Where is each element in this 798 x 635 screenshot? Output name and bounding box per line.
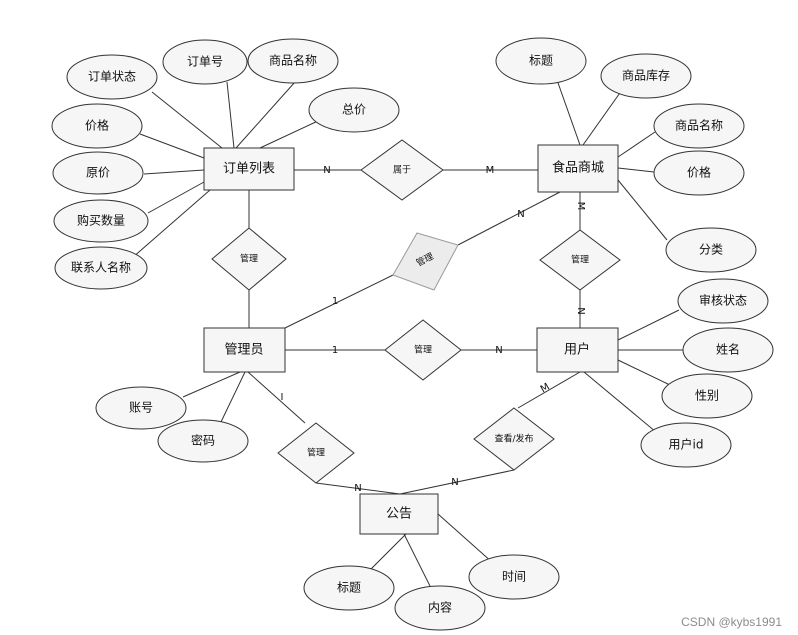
attr-category[interactable]: 分类 [665, 227, 757, 273]
attr-order-price[interactable]: 价格 [51, 103, 143, 149]
card-admin-user-1: 1 [332, 345, 338, 356]
attr-total-price-label: 总价 [342, 103, 366, 117]
attr-mall-title[interactable]: 标题 [495, 37, 587, 85]
attr-stock-label: 商品库存 [622, 68, 670, 83]
card-notice-admin-n: N [354, 483, 361, 494]
relation-belongs[interactable]: 属于 [360, 139, 444, 201]
attr-original-price-label: 原价 [86, 166, 110, 180]
attr-order-product-name[interactable]: 商品名称 [247, 38, 339, 84]
card-mall-admin-n: N [517, 209, 524, 220]
attr-review-status[interactable]: 审核状态 [677, 278, 769, 324]
attr-notice-title[interactable]: 标题 [303, 565, 395, 611]
attr-order-price-label: 价格 [85, 118, 109, 133]
attr-account[interactable]: 账号 [95, 386, 187, 430]
watermark: CSDN @kybs1991 [681, 615, 782, 629]
entity-user-label: 用户 [564, 342, 590, 358]
attr-user-id-label: 用户id [669, 437, 704, 452]
entity-user[interactable]: 用户 [536, 327, 619, 373]
relation-manage-notice-label: 管理 [307, 447, 325, 459]
relation-manage-user-mall-label: 管理 [571, 254, 589, 266]
entity-notice[interactable]: 公告 [359, 493, 439, 535]
card-user-notice-m: M [539, 382, 552, 396]
attr-notice-content-label: 内容 [428, 600, 452, 615]
card-mall-user-m: M [575, 202, 586, 211]
relation-admin-user[interactable]: 管理 [384, 319, 462, 381]
attr-order-no[interactable]: 订单号 [162, 39, 248, 85]
relation-belongs-label: 属于 [393, 165, 411, 176]
card-notice-user-n: N [451, 477, 458, 488]
attr-gender[interactable]: 性别 [661, 373, 753, 419]
relation-manage-order-label: 管理 [240, 253, 258, 265]
attr-order-status-label: 订单状态 [88, 70, 136, 84]
attr-mall-title-label: 标题 [529, 54, 553, 68]
attr-user-id[interactable]: 用户id [640, 422, 732, 468]
attr-quantity[interactable]: 购买数量 [53, 199, 149, 243]
attr-user-name[interactable]: 姓名 [682, 327, 774, 373]
card-order-belongs-n: N [323, 165, 330, 176]
attr-notice-title-label: 标题 [337, 581, 361, 595]
attr-category-label: 分类 [699, 243, 723, 257]
entity-admin-label: 管理员 [224, 343, 263, 358]
attr-password[interactable]: 密码 [157, 419, 249, 463]
relation-manage-mall[interactable]: 管理 [392, 232, 459, 291]
relation-view-publish[interactable]: 查看/发布 [473, 407, 555, 471]
card-user-mall-n: N [575, 307, 586, 314]
entity-admin[interactable]: 管理员 [203, 327, 286, 373]
attr-mall-price[interactable]: 价格 [653, 150, 745, 196]
attr-user-name-label: 姓名 [716, 342, 740, 357]
attr-total-price[interactable]: 总价 [308, 87, 400, 133]
relation-manage-order[interactable]: 管理 [211, 227, 287, 291]
attr-mall-product-name[interactable]: 商品名称 [653, 103, 745, 149]
card-admin-mall-1: 1 [332, 296, 338, 307]
attr-account-label: 账号 [129, 401, 153, 415]
attr-mall-product-name-label: 商品名称 [675, 118, 723, 133]
attr-contact-name-label: 联系人名称 [71, 260, 131, 275]
attr-contact-name[interactable]: 联系人名称 [54, 246, 148, 290]
entity-food-mall[interactable]: 食品商城 [537, 144, 619, 193]
card-mall-belongs-m: M [486, 165, 495, 176]
attr-original-price[interactable]: 原价 [52, 151, 144, 195]
attr-notice-content[interactable]: 内容 [394, 585, 486, 631]
entity-order-list-label: 订单列表 [223, 162, 275, 177]
attr-quantity-label: 购买数量 [77, 213, 125, 228]
attr-notice-time[interactable]: 时间 [468, 554, 560, 600]
entity-order-list[interactable]: 订单列表 [203, 147, 295, 191]
attr-order-status[interactable]: 订单状态 [66, 54, 158, 100]
entity-food-mall-label: 食品商城 [552, 160, 604, 176]
relation-admin-user-label: 管理 [414, 344, 432, 356]
attr-order-product-name-label: 商品名称 [269, 53, 317, 68]
attr-gender-label: 性别 [695, 389, 719, 403]
attr-review-status-label: 审核状态 [699, 293, 747, 308]
attr-mall-price-label: 价格 [687, 165, 711, 180]
attr-notice-time-label: 时间 [502, 570, 526, 584]
relation-manage-notice[interactable]: 管理 [277, 422, 355, 484]
connector-lines [131, 79, 685, 591]
card-admin-notice-1: I [281, 392, 284, 403]
relation-manage-user-mall[interactable]: 管理 [539, 229, 621, 291]
card-user-admin-n: N [495, 345, 502, 356]
attr-order-no-label: 订单号 [187, 55, 223, 69]
entity-notice-label: 公告 [386, 507, 412, 522]
attr-password-label: 密码 [191, 433, 215, 448]
relation-view-publish-label: 查看/发布 [494, 433, 533, 445]
attr-stock[interactable]: 商品库存 [600, 53, 692, 99]
